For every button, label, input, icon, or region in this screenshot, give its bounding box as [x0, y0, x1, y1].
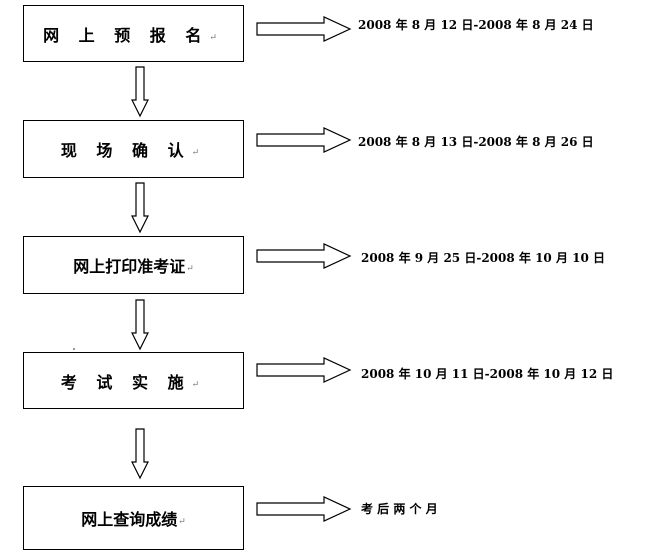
down-arrow-icon	[131, 299, 149, 351]
step-date: 2008 年 9 月 25 日-2008 年 10 月 10 日	[361, 251, 606, 265]
step-box-onsite-confirmation: 现 场 确 认↵	[23, 120, 244, 178]
right-arrow-icon	[256, 496, 352, 522]
step-box-print-admission-ticket: 网上打印准考证↵	[23, 236, 244, 294]
right-arrow-icon	[256, 16, 352, 42]
right-arrow-icon	[256, 357, 352, 383]
step-label: 网上打印准考证	[73, 257, 186, 276]
step-label: 考 试 实 施	[60, 372, 191, 392]
paragraph-mark-icon: ↵	[191, 148, 207, 158]
down-arrow-icon	[131, 182, 149, 234]
paragraph-mark-icon: ↵	[186, 264, 194, 274]
step-date: 2008 年 8 月 13 日-2008 年 8 月 26 日	[358, 135, 594, 149]
right-arrow-icon	[256, 127, 352, 153]
step-label: 网 上 预 报 名	[43, 25, 209, 45]
step-date: 考 后 两 个 月	[361, 502, 438, 516]
down-arrow-icon	[131, 66, 149, 118]
stray-mark	[73, 348, 75, 350]
paragraph-mark-icon: ↵	[191, 379, 207, 390]
step-date: 2008 年 10 月 11 日-2008 年 10 月 12 日	[361, 367, 614, 381]
step-label: 现 场 确 认	[60, 141, 191, 160]
paragraph-mark-icon: ↵	[209, 32, 224, 43]
right-arrow-icon	[256, 243, 352, 269]
step-box-exam-administration: 考 试 实 施↵	[23, 352, 244, 409]
step-box-online-preregistration: 网 上 预 报 名↵	[23, 5, 244, 62]
step-date: 2008 年 8 月 12 日-2008 年 8 月 24 日	[358, 18, 594, 32]
paragraph-mark-icon: ↵	[178, 517, 186, 527]
step-box-check-scores-online: 网上查询成绩↵	[23, 486, 244, 550]
down-arrow-icon	[131, 428, 149, 480]
step-label: 网上查询成绩	[81, 510, 178, 529]
